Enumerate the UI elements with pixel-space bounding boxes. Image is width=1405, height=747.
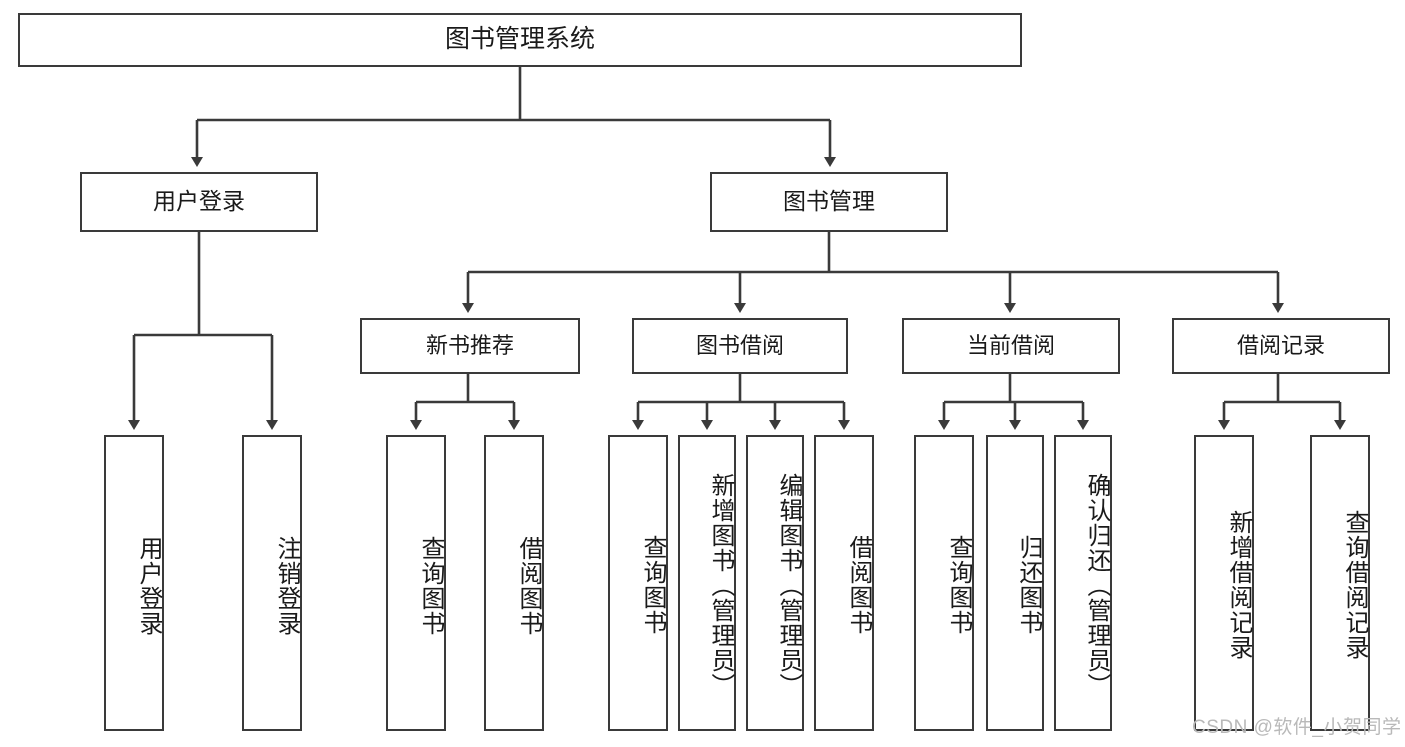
node-label: 图书管理 xyxy=(783,188,875,215)
leaf-label: 用户登录 xyxy=(135,536,162,636)
leaf-label: 归还图书 xyxy=(1015,535,1042,635)
leaf-label: 新增借阅记录 xyxy=(1225,510,1252,660)
leaf-label: 查询借阅记录 xyxy=(1341,510,1368,660)
node-book-borrow[interactable]: 图书借阅 xyxy=(632,318,848,374)
node-label: 图书借阅 xyxy=(695,333,784,359)
leaf-label: 注销登录 xyxy=(273,536,300,636)
leaf-label: 借阅图书 xyxy=(515,536,542,636)
leaf-confirm-return-admin[interactable]: 确认归还（管理员） xyxy=(1054,435,1112,731)
leaf-borrow-book-recommend[interactable]: 借阅图书 xyxy=(484,435,544,731)
leaf-label: 借阅图书 xyxy=(845,535,872,635)
csdn-watermark: CSDN @软件_小贺同学 xyxy=(1192,717,1402,738)
leaf-add-book-admin[interactable]: 新增图书（管理员） xyxy=(678,435,736,731)
leaf-borrow-book[interactable]: 借阅图书 xyxy=(814,435,874,731)
node-borrow-record[interactable]: 借阅记录 xyxy=(1172,318,1390,374)
leaf-label: 确认归还（管理员） xyxy=(1083,472,1110,698)
node-label: 当前借阅 xyxy=(966,333,1055,359)
node-root-label: 图书管理系统 xyxy=(444,25,595,54)
node-new-book-recommend[interactable]: 新书推荐 xyxy=(360,318,580,374)
leaf-label: 新增图书（管理员） xyxy=(707,472,734,698)
node-label: 用户登录 xyxy=(153,188,245,215)
node-book-management[interactable]: 图书管理 xyxy=(710,172,948,232)
node-current-borrow[interactable]: 当前借阅 xyxy=(902,318,1120,374)
leaf-query-book-borrow[interactable]: 查询图书 xyxy=(608,435,668,731)
node-label: 新书推荐 xyxy=(425,333,514,359)
leaf-query-book-recommend[interactable]: 查询图书 xyxy=(386,435,446,731)
node-user-login[interactable]: 用户登录 xyxy=(80,172,318,232)
node-label: 借阅记录 xyxy=(1236,333,1325,359)
leaf-label: 查询图书 xyxy=(417,536,444,636)
node-root-system[interactable]: 图书管理系统 xyxy=(18,13,1022,67)
leaf-return-book[interactable]: 归还图书 xyxy=(986,435,1044,731)
leaf-edit-book-admin[interactable]: 编辑图书（管理员） xyxy=(746,435,804,731)
leaf-logout[interactable]: 注销登录 xyxy=(242,435,302,731)
leaf-label: 编辑图书（管理员） xyxy=(775,472,802,698)
leaf-user-login[interactable]: 用户登录 xyxy=(104,435,164,731)
leaf-label: 查询图书 xyxy=(639,535,666,635)
leaf-add-borrow-record[interactable]: 新增借阅记录 xyxy=(1194,435,1254,731)
leaf-query-book-current[interactable]: 查询图书 xyxy=(914,435,974,731)
leaf-label: 查询图书 xyxy=(945,535,972,635)
leaf-query-borrow-record[interactable]: 查询借阅记录 xyxy=(1310,435,1370,731)
